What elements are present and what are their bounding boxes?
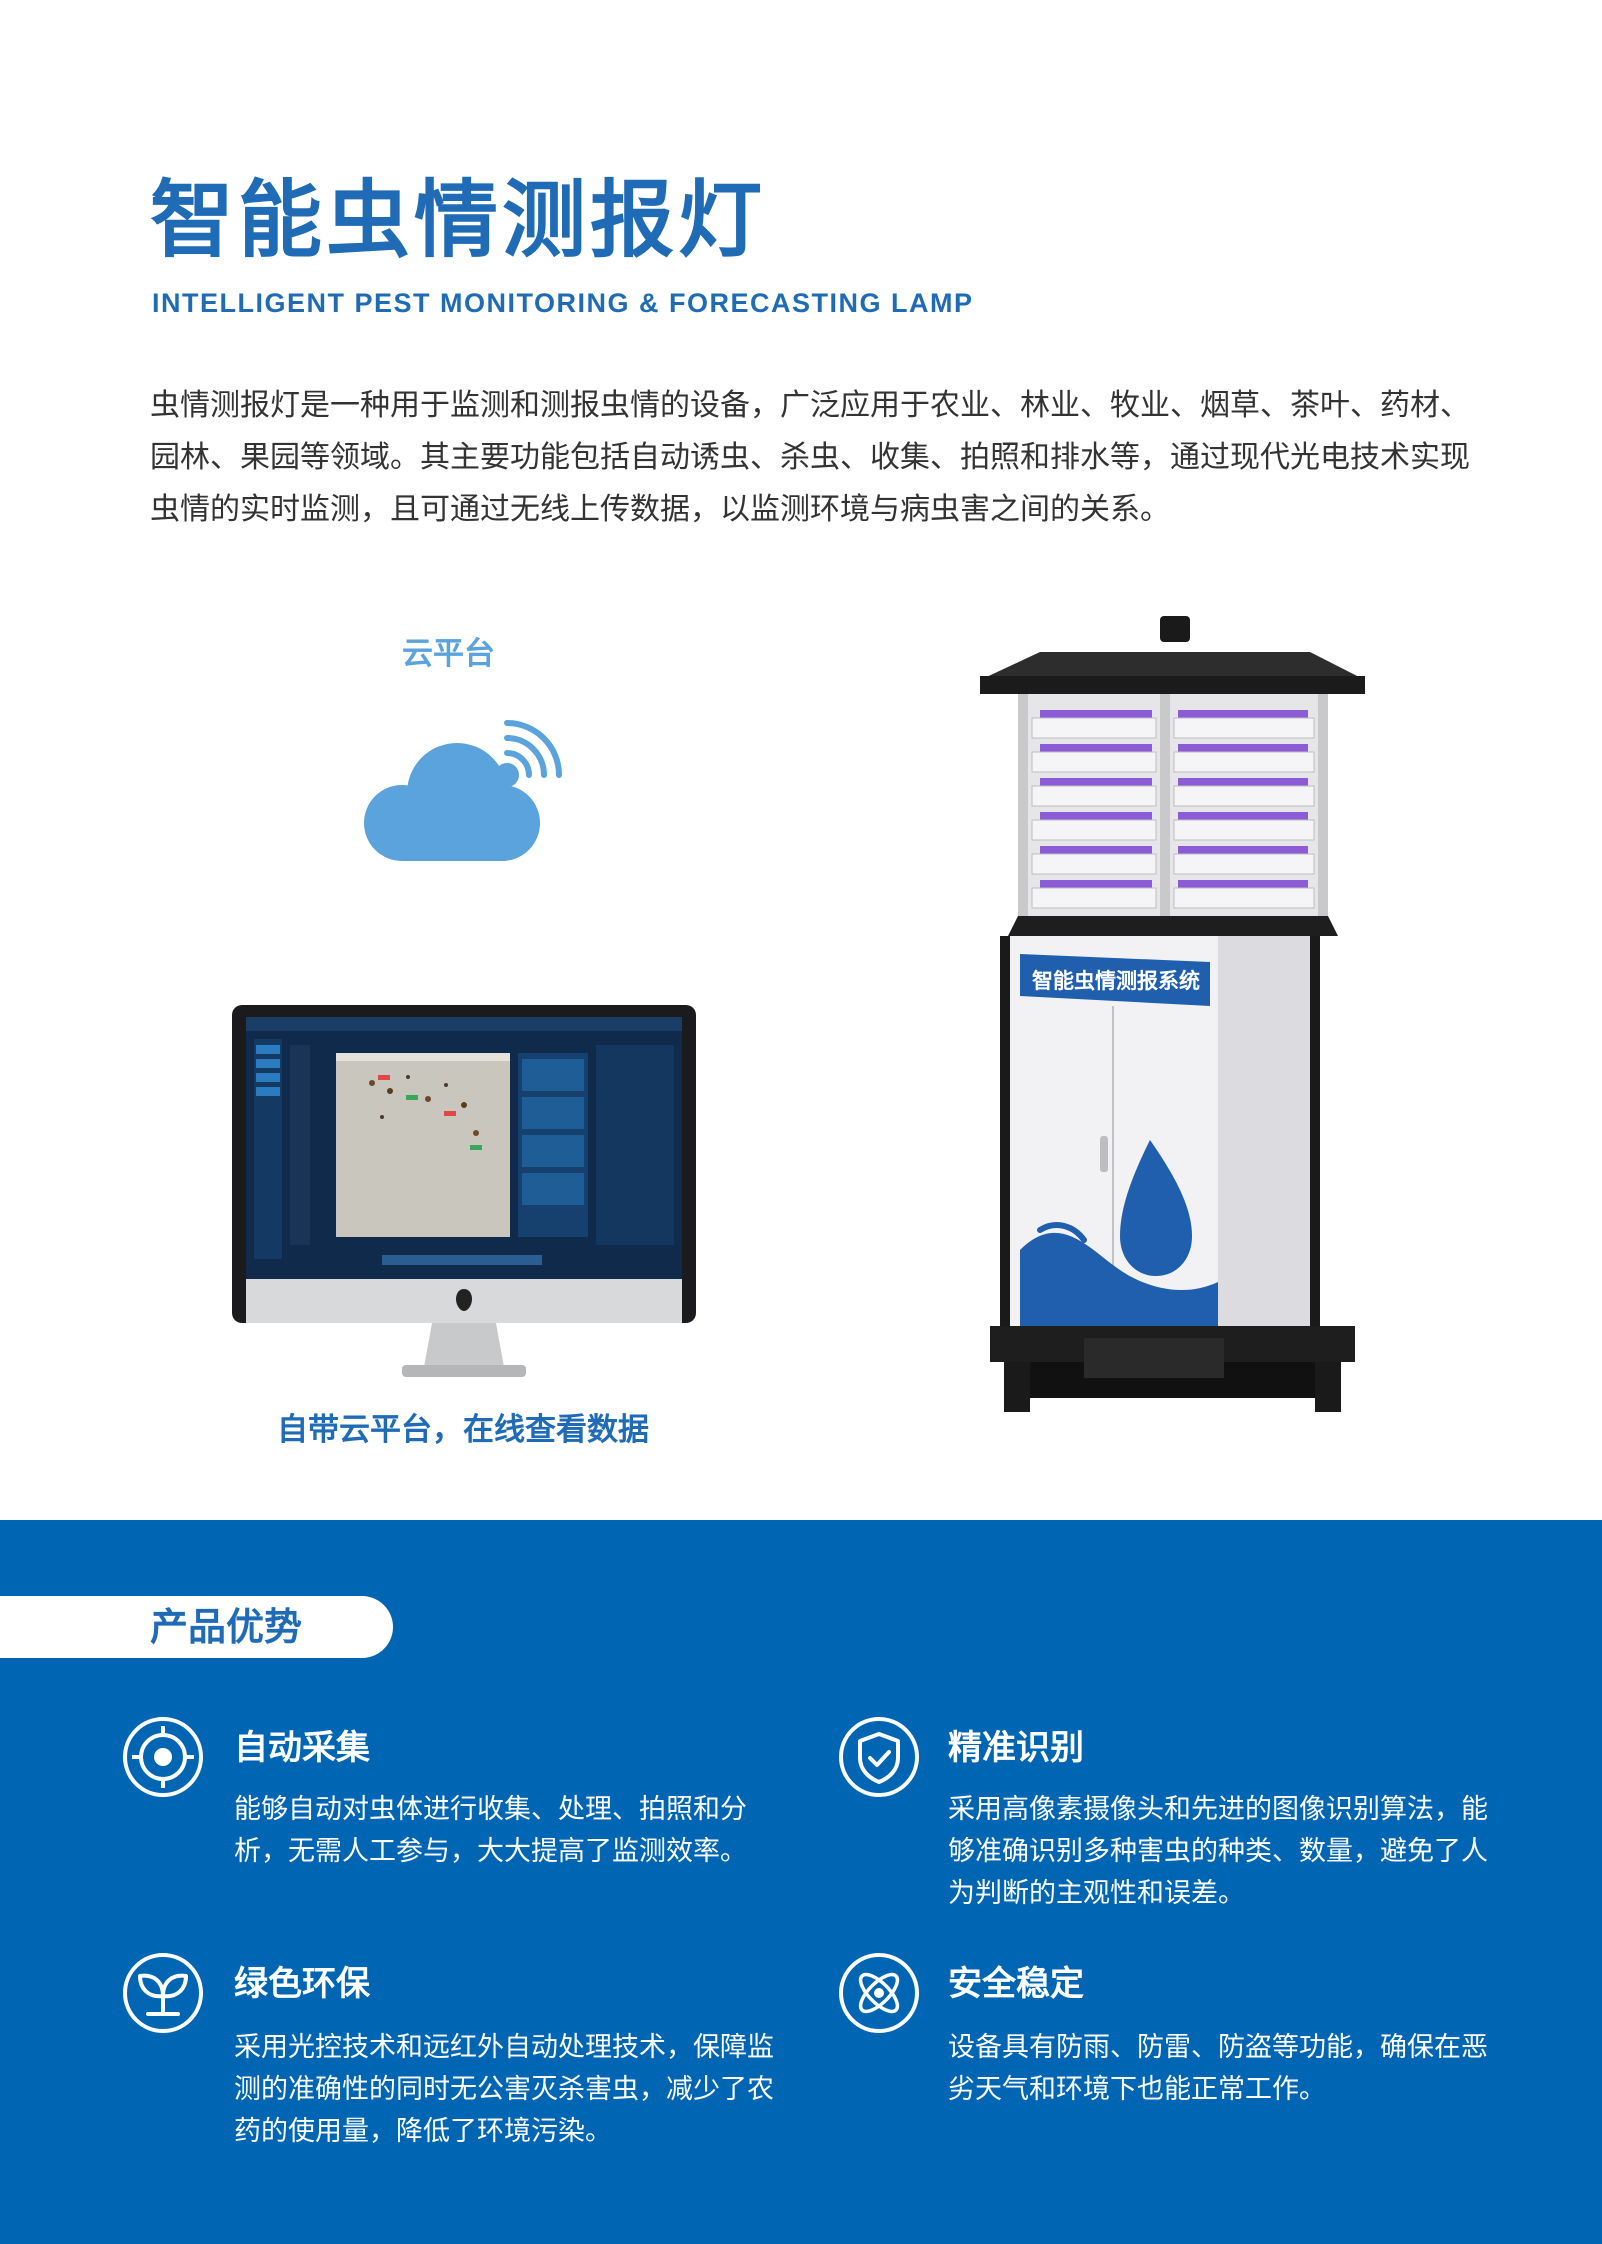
monitor-illustration: [232, 1005, 696, 1377]
device-panel-text: 智能虫情测报系统: [1032, 969, 1200, 993]
page-subtitle: INTELLIGENT PEST MONITORING & FORECASTIN…: [152, 288, 974, 318]
feature-desc-precise-recognition: 采用高像素摄像头和先进的图像识别算法，能够准确识别多种害虫的种类、数量，避免了人…: [948, 1794, 1488, 1909]
advantages-heading-pill: [0, 1596, 393, 1658]
feature-desc-safe-stable: 设备具有防雨、防雷、防盗等功能，确保在恶劣天气和环境下也能正常工作。: [948, 2032, 1488, 2105]
feature-title-precise-recognition: 精准识别: [948, 1728, 1084, 1768]
atom-icon: [839, 1953, 919, 2033]
cloud-wifi-icon: [364, 720, 562, 861]
sprout-icon: [123, 1953, 203, 2033]
pest-lamp-device-image: 智能虫情测报系统: [980, 616, 1365, 1412]
feature-title-eco-friendly: 绿色环保: [234, 1964, 370, 2004]
target-icon: [123, 1717, 203, 1797]
advantages-heading: 产品优势: [150, 1605, 303, 1649]
cloud-platform-caption: 自带云平台，在线查看数据: [277, 1412, 649, 1448]
feature-title-auto-collect: 自动采集: [234, 1728, 370, 1768]
intro-paragraph: 虫情测报灯是一种用于监测和测报虫情的设备，广泛应用于农业、林业、牧业、烟草、茶叶…: [150, 388, 1470, 527]
cloud-platform-label: 云平台: [402, 636, 495, 672]
feature-desc-eco-friendly: 采用光控技术和远红外自动处理技术，保障监测的准确性的同时无公害灭杀害虫，减少了农…: [234, 2032, 774, 2147]
feature-desc-auto-collect: 能够自动对虫体进行收集、处理、拍照和分析，无需人工参与，大大提高了监测效率。: [234, 1794, 747, 1867]
page-title: 智能虫情测报灯: [150, 171, 767, 269]
shield-check-icon: [839, 1717, 919, 1797]
feature-title-safe-stable: 安全稳定: [948, 1964, 1084, 2004]
